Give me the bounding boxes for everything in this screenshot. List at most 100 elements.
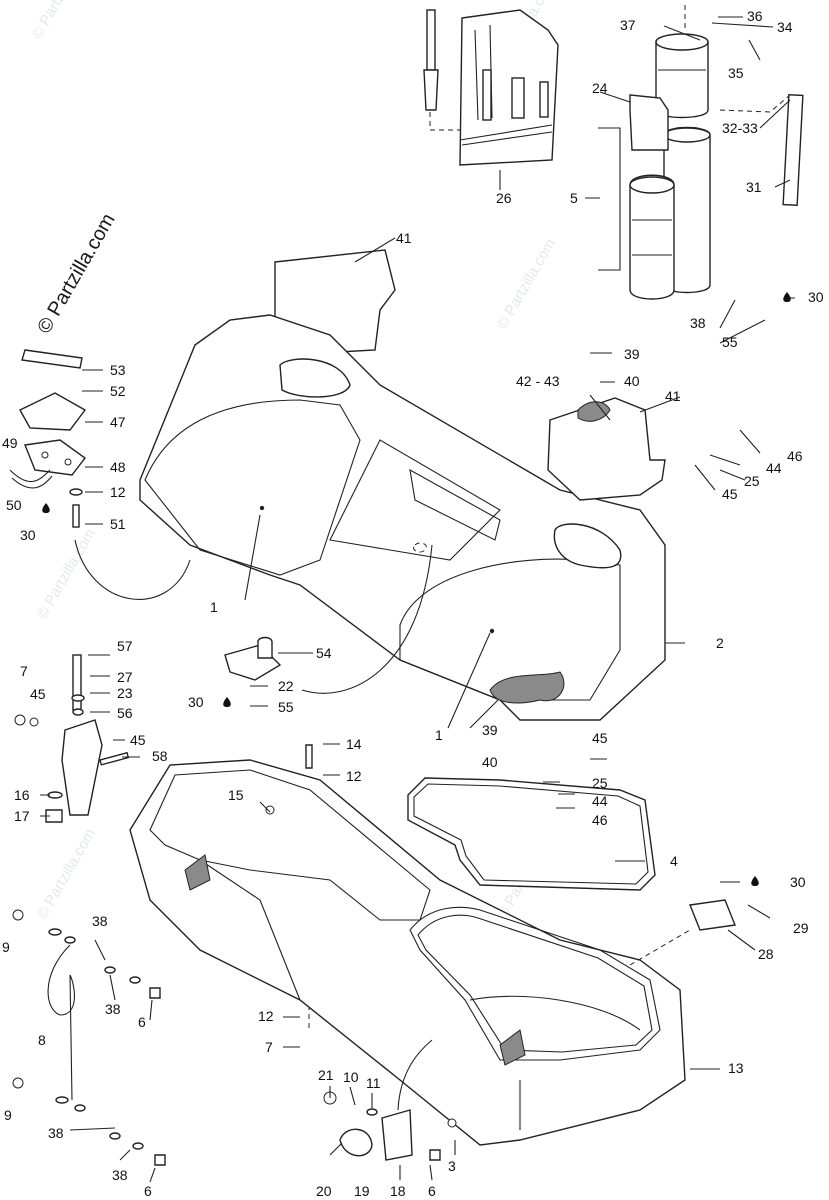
leader-lines <box>40 16 795 1183</box>
seat-assembly <box>139 314 666 721</box>
callout-12-mid: 12 <box>346 768 362 784</box>
callout-12-left: 12 <box>110 484 126 500</box>
callout-14: 14 <box>346 736 362 752</box>
callout-40-top: 40 <box>624 373 640 389</box>
back-cushion-right <box>547 397 666 501</box>
callout-19: 19 <box>354 1183 370 1199</box>
callout-10: 10 <box>343 1069 359 1085</box>
cable <box>12 909 166 1166</box>
callout-16: 16 <box>14 787 30 803</box>
callout-9-bottom: 9 <box>4 1107 12 1123</box>
callout-24: 24 <box>592 80 608 96</box>
callout-35: 35 <box>728 65 744 81</box>
callout-1-left: 1 <box>210 599 218 615</box>
faint-watermark: © Partzilla.com <box>494 236 559 332</box>
callout-11: 11 <box>366 1075 381 1091</box>
callout-6-bottom-right: 6 <box>428 1183 436 1199</box>
latch-assembly <box>323 1039 457 1161</box>
cup-holder-stack <box>598 5 791 300</box>
callout-40-bottom: 40 <box>482 754 498 770</box>
gasket <box>407 777 656 891</box>
callout-30-right: 30 <box>790 874 806 890</box>
faint-watermark: © Partzilla.com <box>34 526 99 622</box>
bolt <box>305 744 313 769</box>
callout-38-lower: 38 <box>105 1001 121 1017</box>
callout-38-last: 38 <box>112 1167 128 1183</box>
callout-48: 48 <box>110 459 126 475</box>
callout-53: 53 <box>110 362 126 378</box>
callout-31: 31 <box>746 179 762 195</box>
callout-38-mid: 38 <box>92 913 108 929</box>
callout-6-top: 6 <box>138 1014 146 1030</box>
callout-7-left: 7 <box>20 663 28 679</box>
strap <box>782 93 804 207</box>
callout-8: 8 <box>38 1032 46 1048</box>
callout-44-top: 44 <box>766 460 782 476</box>
callout-6-bottom-left: 6 <box>144 1183 152 1199</box>
hinge <box>689 899 736 931</box>
callout-2: 2 <box>716 635 724 651</box>
callout-26: 26 <box>496 190 512 206</box>
callout-54: 54 <box>316 645 332 661</box>
callout-55-top: 55 <box>722 334 738 350</box>
callout-45-top: 45 <box>722 486 738 502</box>
faint-watermark: © Partzilla.com <box>29 0 94 42</box>
callout-37: 37 <box>620 17 636 33</box>
callout-1-right: 1 <box>435 727 443 743</box>
oil-drop-icon <box>783 292 791 302</box>
callout-44-bottom: 44 <box>592 793 608 809</box>
callout-25-top: 25 <box>744 473 760 489</box>
callout-39-top: 39 <box>624 346 640 362</box>
callout-57: 57 <box>117 638 133 654</box>
callout-49: 49 <box>2 435 18 451</box>
callout-58: 58 <box>152 748 168 764</box>
hinge-bracket <box>9 349 191 600</box>
callout-27: 27 <box>117 669 133 685</box>
callout-41-left: 41 <box>396 230 412 246</box>
callout-23: 23 <box>117 685 133 701</box>
callout-4: 4 <box>670 853 678 869</box>
callout-46-top: 46 <box>787 448 803 464</box>
callout-labels: 36 34 37 35 24 32-33 31 5 26 41 39 40 42… <box>2 8 824 1199</box>
callout-34: 34 <box>777 19 793 35</box>
callout-56: 56 <box>117 705 133 721</box>
callout-7-bottom: 7 <box>265 1039 273 1055</box>
oil-drop-icon <box>42 503 50 513</box>
callout-18: 18 <box>390 1183 406 1199</box>
callout-15: 15 <box>228 787 244 803</box>
callout-46-bottom: 46 <box>592 812 608 828</box>
callout-41-right: 41 <box>665 388 681 404</box>
callout-32-33: 32-33 <box>722 120 758 136</box>
callout-45-mid: 45 <box>130 732 146 748</box>
callout-22: 22 <box>278 678 294 694</box>
partzilla-watermark: © Partzilla.com <box>33 210 119 338</box>
callout-45-left: 45 <box>30 686 46 702</box>
callout-25-bottom: 25 <box>592 775 608 791</box>
callout-28: 28 <box>758 946 774 962</box>
callout-51: 51 <box>110 516 126 532</box>
seat-base <box>129 759 686 1146</box>
callout-9-top: 9 <box>2 939 10 955</box>
oil-drop-icon <box>223 697 231 707</box>
callout-45-right: 45 <box>592 730 608 746</box>
oil-drop-icon <box>751 876 759 886</box>
callout-29: 29 <box>793 920 809 936</box>
callout-47: 47 <box>110 414 126 430</box>
callout-39-bottom: 39 <box>482 722 498 738</box>
callout-12-bottom: 12 <box>258 1008 274 1024</box>
callout-38-top: 38 <box>690 315 706 331</box>
callout-5: 5 <box>570 190 578 206</box>
callout-30-left: 30 <box>20 527 36 543</box>
callout-55-mid: 55 <box>278 699 294 715</box>
callout-42-43: 42 - 43 <box>516 373 560 389</box>
callout-52: 52 <box>110 383 126 399</box>
callout-13: 13 <box>728 1060 744 1076</box>
callout-21: 21 <box>318 1067 334 1083</box>
tool-kit <box>423 9 559 166</box>
callout-50: 50 <box>6 497 22 513</box>
callout-38-bottom: 38 <box>48 1125 64 1141</box>
oil-drop-icons <box>42 292 791 886</box>
side-bracket <box>14 654 130 823</box>
faint-watermark: © Partzilla.com <box>34 826 99 922</box>
